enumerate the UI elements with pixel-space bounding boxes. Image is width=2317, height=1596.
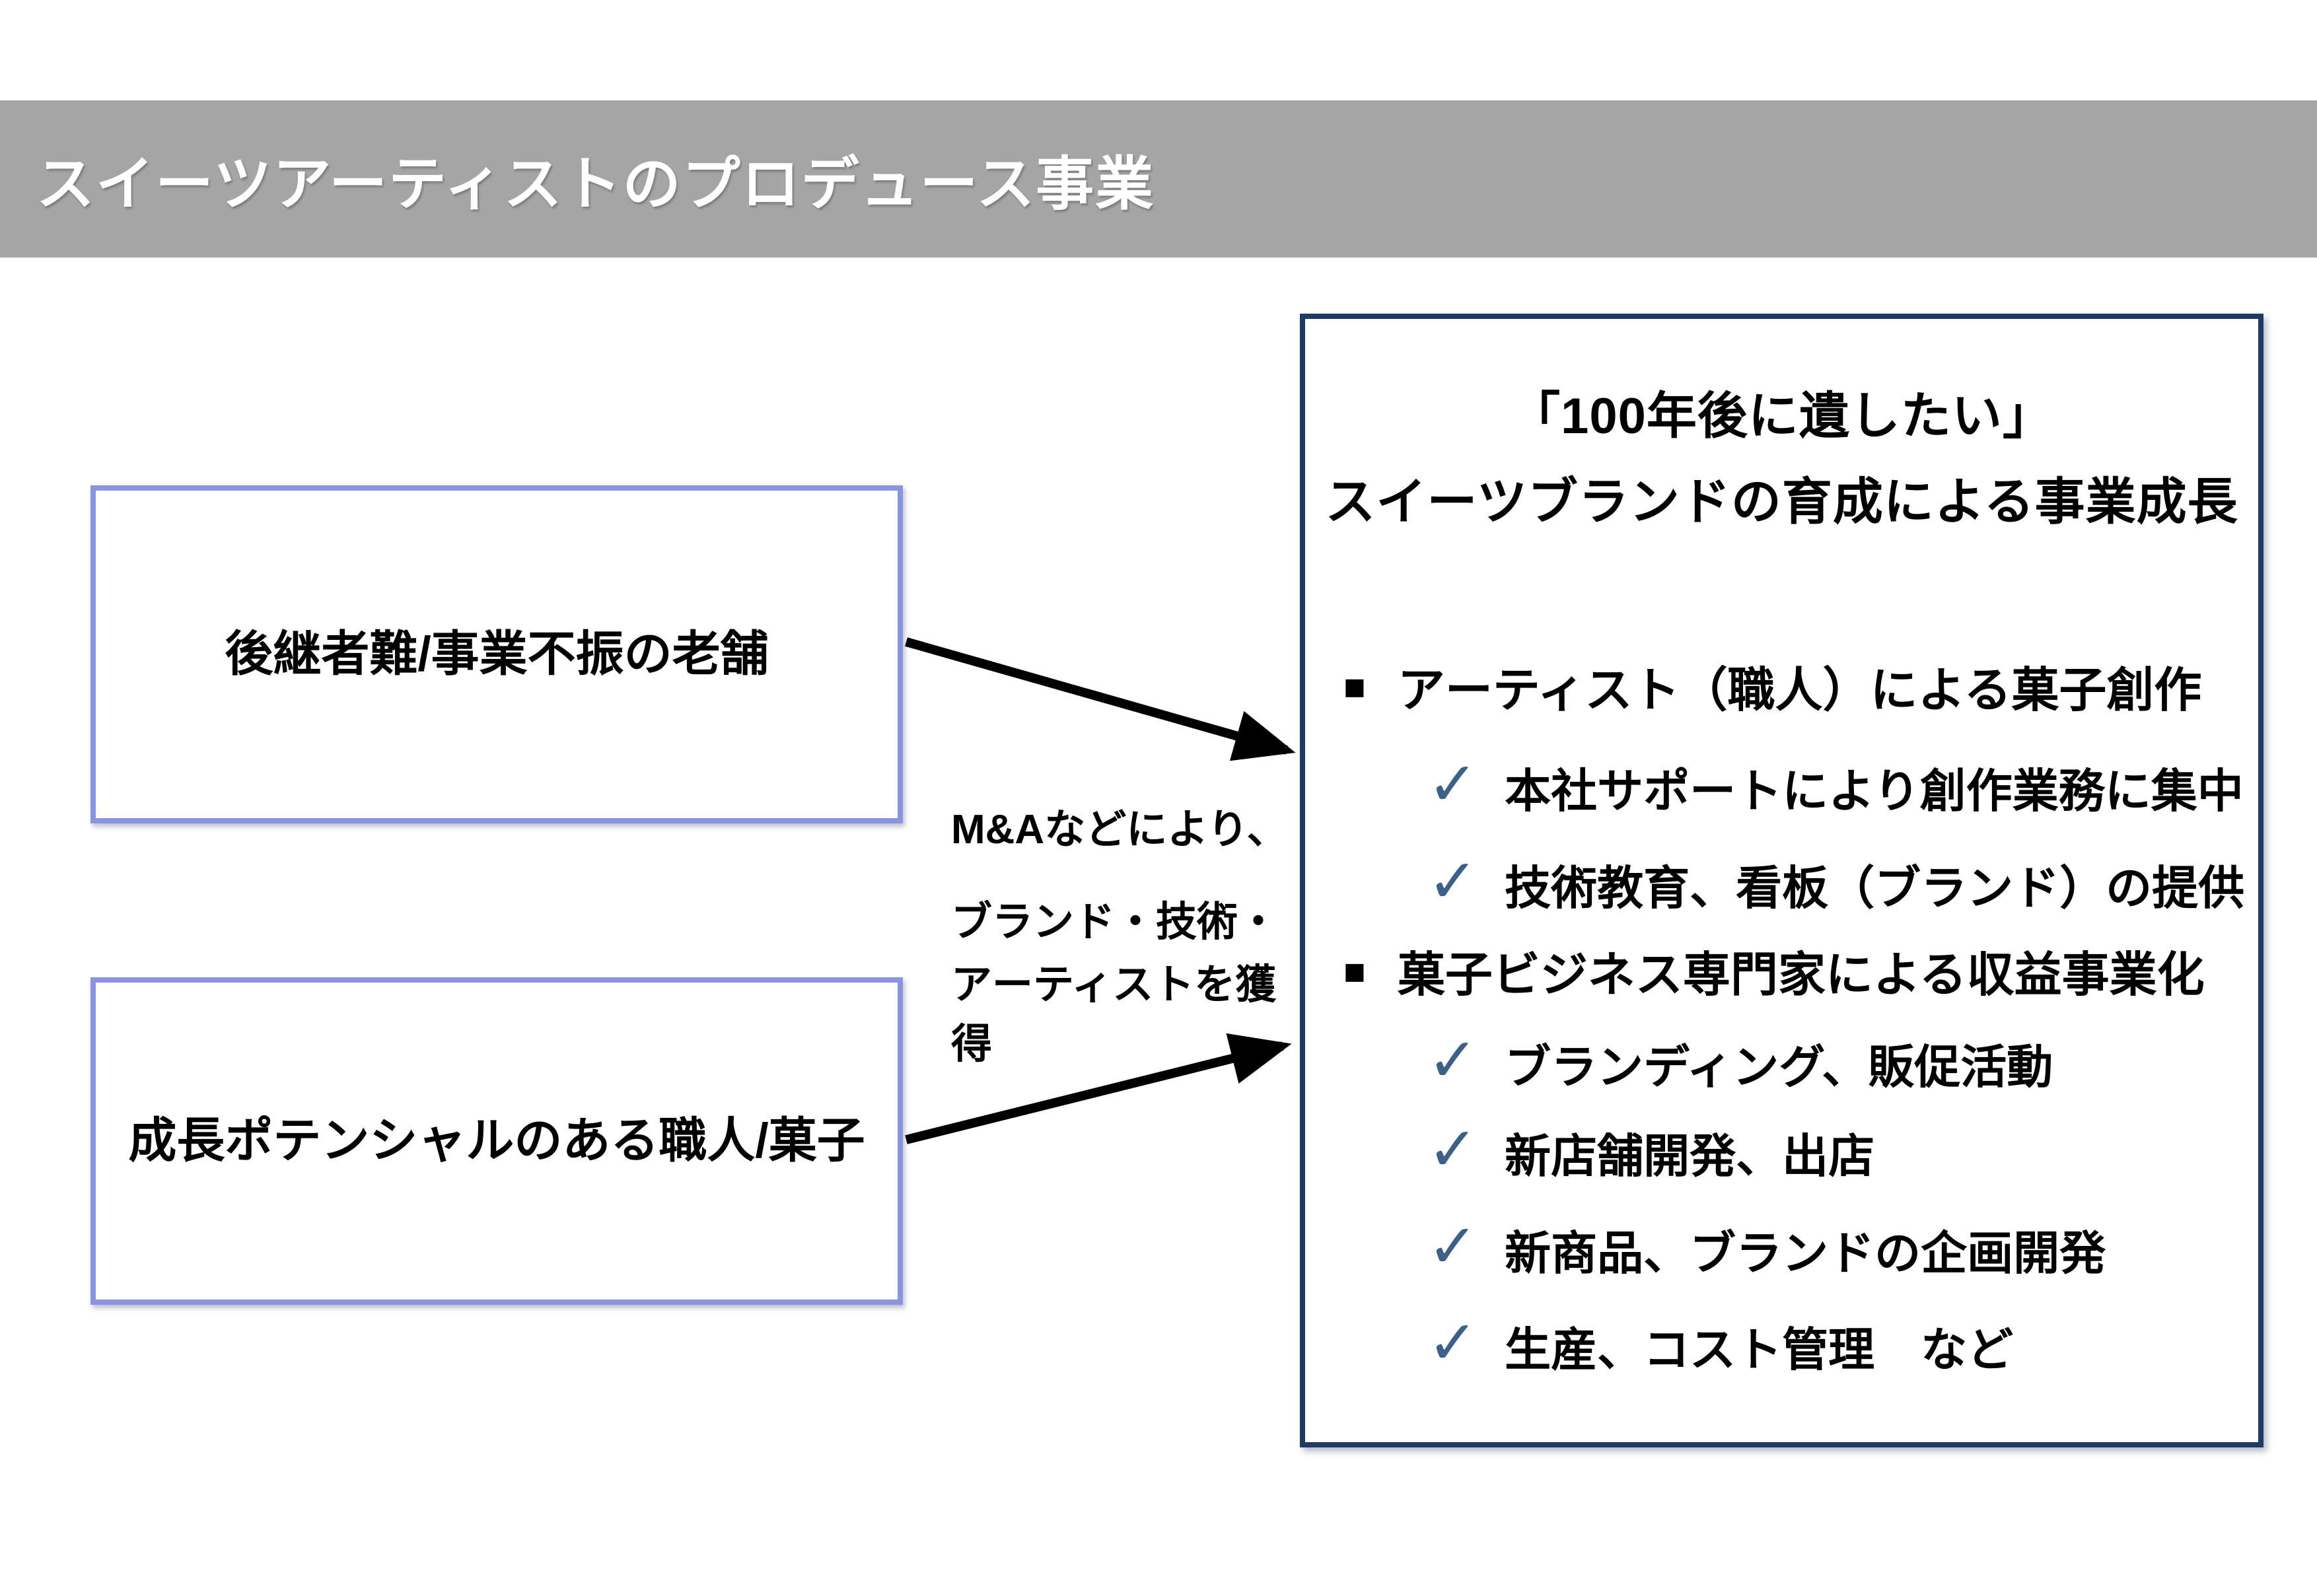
check-icon: ✓ [1427, 1116, 1479, 1183]
check-icon: ✓ [1427, 1309, 1479, 1377]
square-bullet-icon: ■ [1343, 950, 1366, 992]
list-item-text: 技術教育、看板（ブランド）の提供 [1505, 862, 2245, 914]
acquisition-note-line: M&Aなどにより、 [951, 807, 1288, 852]
panel-heading-line1: 「100年後に遺したい」 [1510, 388, 2053, 444]
source-box-growth-artisans: 成長ポテンシャルのある職人/菓子 [90, 977, 903, 1305]
title-bar: スイーツアーティストのプロデュース事業 [0, 100, 2317, 258]
list-item: ✓ 本社サポートにより創作業務に集中 [1305, 751, 2258, 823]
list-item-text: 新商品、ブランドの企画開発 [1505, 1227, 2106, 1279]
section-title-text: 菓子ビジネス専門家による収益事業化 [1397, 948, 2205, 1002]
page-title: スイーツアーティストのプロデュース事業 [36, 151, 1155, 217]
section-title-text: アーティスト（職人）による菓子創作 [1397, 664, 2202, 717]
square-bullet-icon: ■ [1343, 666, 1366, 707]
check-icon: ✓ [1427, 1027, 1479, 1094]
acquisition-note: M&Aなどにより、 ブランド・技術・ アーティストを獲得 [951, 779, 1308, 1067]
list-item: ✓ 新店舗開発、出店 [1305, 1116, 2258, 1189]
section-title-business: ■ 菓子ビジネス専門家による収益事業化 [1305, 934, 2258, 1006]
section-title-craft: ■ アーティスト（職人）による菓子創作 [1305, 649, 2258, 722]
acquisition-note-line: ブランド・技術・ [951, 899, 1279, 945]
source-box-legacy-shops: 後継者難/事業不振の老舗 [90, 485, 903, 823]
panel-heading-line2: スイーツブランドの育成による事業成長 [1325, 474, 2238, 530]
list-item: ✓ 新商品、ブランドの企画開発 [1305, 1213, 2258, 1286]
check-icon: ✓ [1427, 1213, 1479, 1280]
source-box-label: 成長ポテンシャルのある職人/菓子 [128, 1114, 865, 1168]
check-icon: ✓ [1427, 848, 1479, 915]
list-item: ✓ 生産、コスト管理 など [1305, 1309, 2258, 1382]
source-box-label: 後継者難/事業不振の老舗 [225, 627, 769, 681]
list-item-text: 新店舗開発、出店 [1505, 1130, 1875, 1182]
list-item-text: ブランディング、販促活動 [1505, 1041, 2053, 1093]
list-item-text: 生産、コスト管理 など [1505, 1323, 2014, 1375]
list-item-text: 本社サポートにより創作業務に集中 [1505, 765, 2244, 817]
list-item: ✓ ブランディング、販促活動 [1305, 1027, 2258, 1099]
check-icon: ✓ [1427, 751, 1479, 818]
list-item: ✓ 技術教育、看板（ブランド）の提供 [1305, 848, 2258, 920]
arrow-top [905, 637, 1296, 761]
outcome-panel: 「100年後に遺したい」 スイーツブランドの育成による事業成長 ■ アーティスト… [1300, 314, 2264, 1447]
acquisition-note-line: アーティストを獲得 [951, 962, 1277, 1067]
